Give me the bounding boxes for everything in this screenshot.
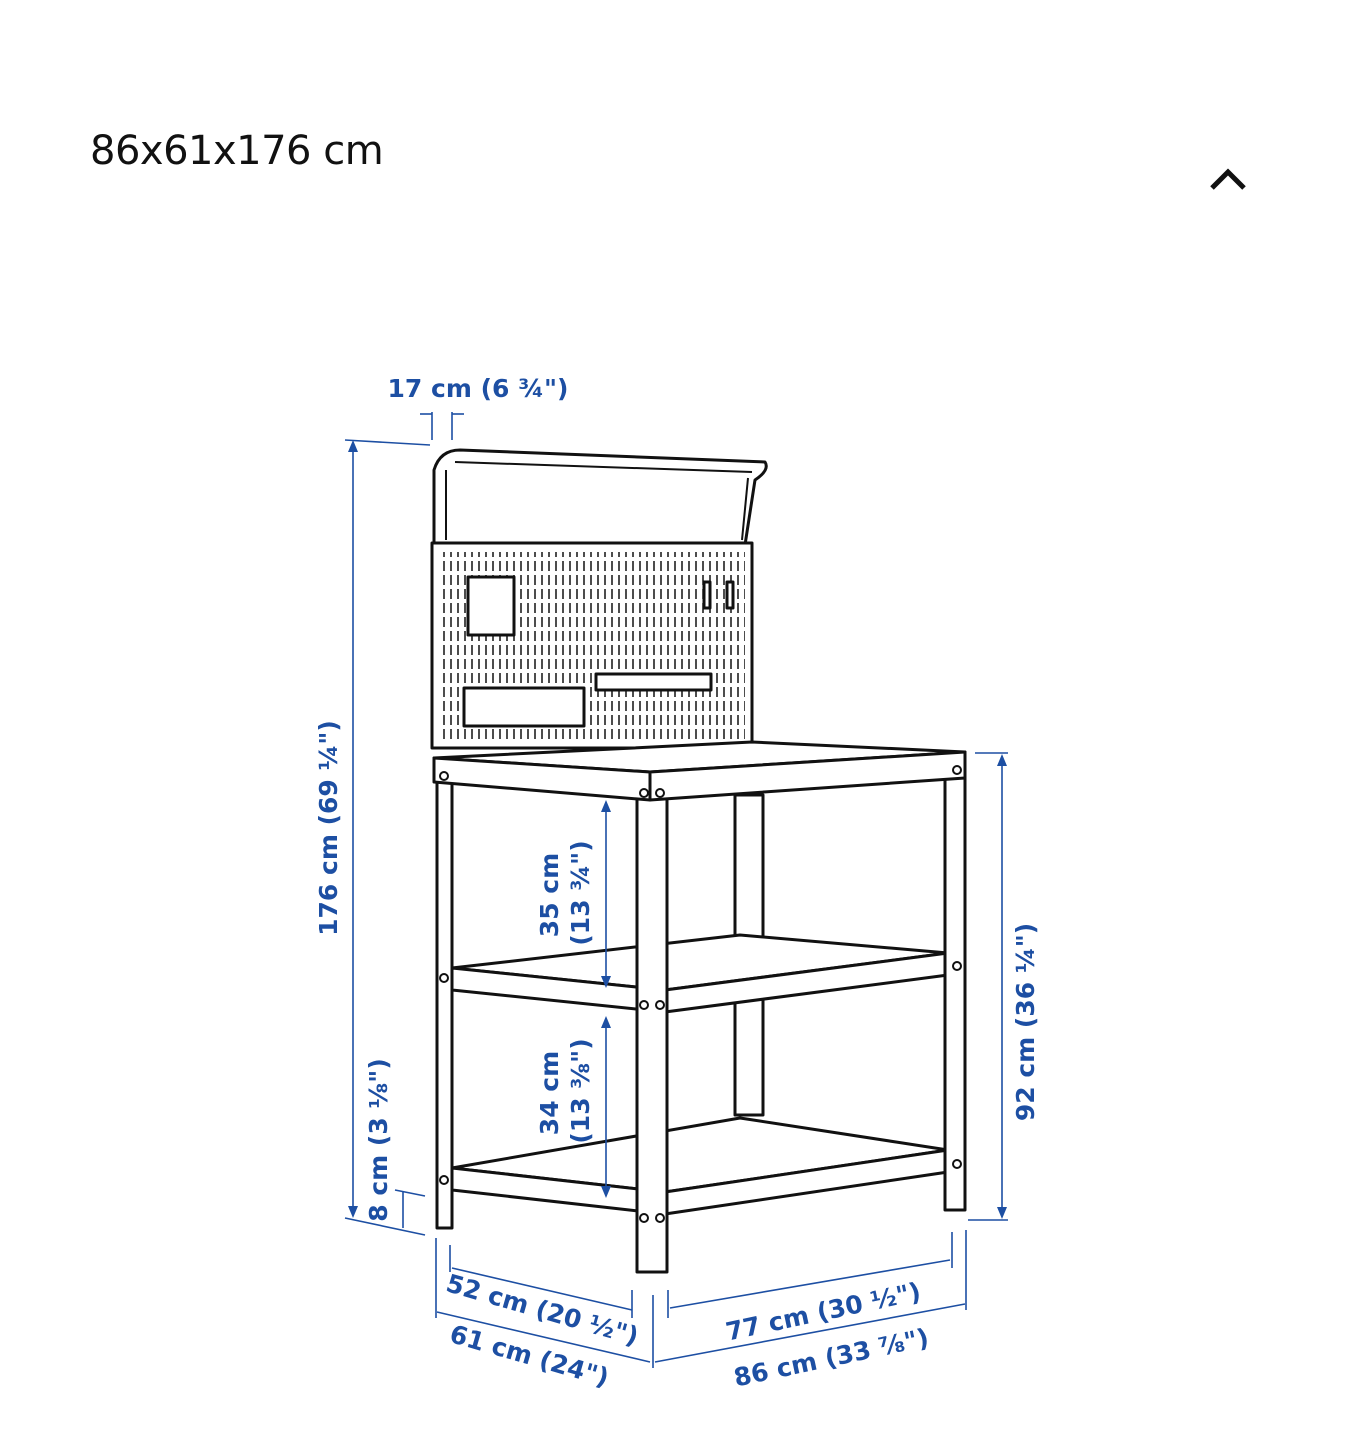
upper-gap-in-label: (13 ¾") — [566, 840, 595, 945]
product-dimensions-title: 86x61x176 cm — [90, 128, 384, 174]
table-height-label: 92 cm (36 ¼") — [1011, 923, 1040, 1121]
lower-gap-cm-label: 34 cm — [535, 1051, 564, 1135]
lower-gap-in-label: (13 ⅜") — [566, 1038, 595, 1143]
total-height-label: 176 cm (69 ¼") — [314, 720, 343, 936]
floor-clearance-label: 8 cm (3 ⅛") — [364, 1058, 393, 1222]
shelf-unit-drawing — [430, 448, 967, 1274]
upper-gap-cm-label: 35 cm — [535, 853, 564, 937]
collapse-button[interactable] — [1206, 160, 1250, 196]
shelf-depth-label: 17 cm (6 ¾") — [388, 374, 569, 403]
chevron-up-icon — [1210, 168, 1246, 190]
dimension-lines — [344, 412, 1008, 1368]
